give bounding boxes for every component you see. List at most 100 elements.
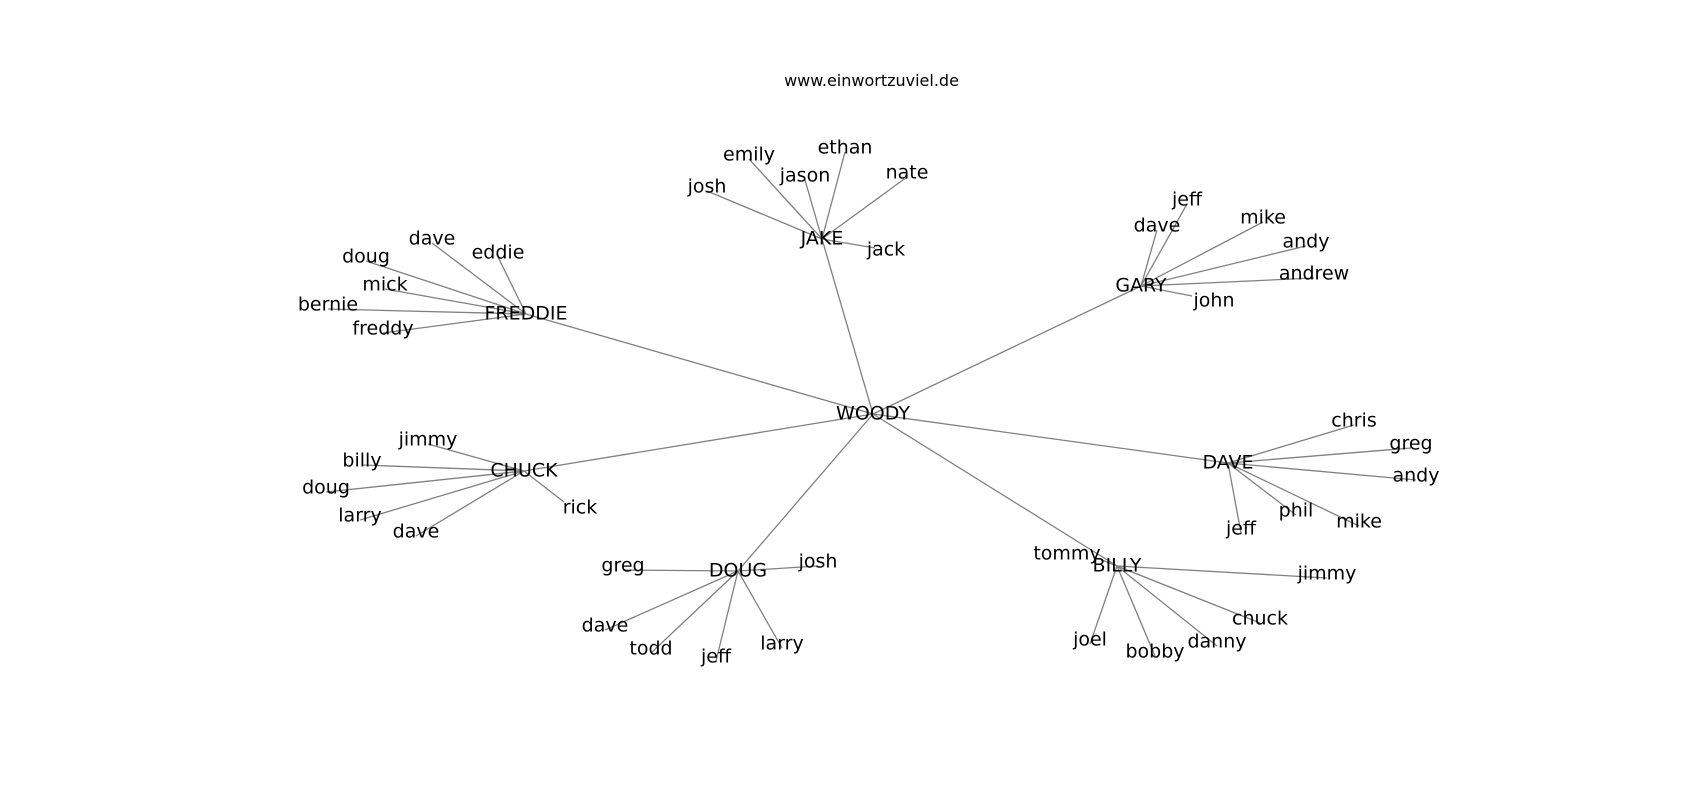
leaf-node-chuck-rick: rick bbox=[563, 497, 598, 519]
leaf-node-dave-phil: phil bbox=[1279, 500, 1314, 522]
leaf-node-billy-chuck: chuck bbox=[1232, 608, 1288, 630]
leaf-node-doug-greg: greg bbox=[601, 555, 644, 577]
hub-node-jake: JAKE bbox=[800, 228, 844, 250]
leaf-node-doug-jeff: jeff bbox=[700, 646, 732, 668]
edge-root-billy bbox=[872, 413, 1118, 567]
edge-chuck-larry bbox=[359, 470, 525, 521]
leaf-node-jake-josh: josh bbox=[687, 176, 727, 198]
leaf-node-jake-ethan: ethan bbox=[818, 137, 873, 159]
leaf-node-jake-jack: jack bbox=[866, 239, 905, 261]
diagram-caption: www.einwortzuviel.de bbox=[784, 71, 959, 90]
edge-root-chuck bbox=[523, 413, 874, 472]
leaf-node-billy-tommy: tommy bbox=[1033, 543, 1100, 565]
hub-node-billy: BILLY bbox=[1093, 555, 1142, 577]
leaf-node-freddie-eddie: eddie bbox=[472, 242, 525, 264]
leaf-node-chuck-doug: doug bbox=[302, 477, 350, 499]
leaf-node-billy-danny: danny bbox=[1187, 631, 1246, 653]
edge-root-gary bbox=[872, 285, 1142, 415]
edge-jake-josh bbox=[706, 190, 823, 240]
leaf-node-gary-andy: andy bbox=[1283, 231, 1330, 253]
edge-dave-andy bbox=[1227, 462, 1417, 481]
hub-node-freddie: FREDDIE bbox=[484, 303, 567, 325]
edge-gary-john bbox=[1140, 285, 1193, 297]
leaf-node-gary-mike: mike bbox=[1240, 207, 1286, 229]
leaf-node-dave-greg: greg bbox=[1389, 433, 1432, 455]
edge-jake-jason bbox=[804, 179, 823, 240]
hub-node-dave: DAVE bbox=[1202, 452, 1253, 474]
leaf-node-freddie-doug: doug bbox=[342, 246, 390, 268]
leaf-node-billy-jimmy: jimmy bbox=[1297, 563, 1357, 585]
leaf-node-doug-larry: larry bbox=[760, 633, 803, 655]
edge-freddie-dave bbox=[431, 242, 527, 315]
edge-dave-chris bbox=[1227, 424, 1355, 464]
edge-gary-dave bbox=[1140, 229, 1158, 287]
edge-billy-joel bbox=[1089, 565, 1118, 645]
leaf-node-jake-emily: emily bbox=[723, 144, 775, 166]
leaf-node-chuck-jimmy: jimmy bbox=[398, 429, 458, 451]
edge-root-freddie bbox=[525, 313, 874, 415]
edge-doug-jeff bbox=[715, 570, 739, 662]
leaf-node-jake-jason: jason bbox=[779, 165, 831, 187]
edge-billy-chuck bbox=[1116, 565, 1261, 624]
leaf-node-doug-todd: todd bbox=[629, 638, 672, 660]
leaf-node-chuck-billy: billy bbox=[342, 450, 381, 472]
hub-node-chuck: CHUCK bbox=[490, 460, 558, 482]
edge-doug-greg bbox=[622, 569, 739, 572]
leaf-node-chuck-larry: larry bbox=[338, 505, 381, 527]
edge-chuck-jimmy bbox=[427, 443, 525, 472]
leaf-node-doug-dave: dave bbox=[582, 615, 629, 637]
edge-gary-andrew bbox=[1140, 277, 1315, 287]
edge-chuck-rick bbox=[523, 470, 565, 503]
edge-jake-ethan bbox=[821, 151, 846, 240]
leaf-node-gary-john: john bbox=[1193, 290, 1235, 312]
leaf-node-dave-andy: andy bbox=[1393, 465, 1440, 487]
edge-root-doug bbox=[737, 413, 874, 572]
edge-chuck-doug bbox=[325, 470, 525, 493]
root-node: WOODY bbox=[836, 403, 910, 425]
edge-doug-larry bbox=[737, 570, 783, 649]
edges-layer bbox=[325, 151, 1417, 662]
edge-jake-jack bbox=[821, 238, 876, 249]
leaf-node-chuck-dave: dave bbox=[393, 521, 440, 543]
edge-doug-josh bbox=[737, 565, 819, 572]
edge-chuck-billy bbox=[361, 464, 525, 472]
edge-root-jake bbox=[821, 238, 874, 415]
edge-gary-andy bbox=[1140, 245, 1307, 287]
leaf-node-dave-mike: mike bbox=[1336, 511, 1382, 533]
edge-freddie-doug bbox=[365, 260, 527, 315]
edge-jake-nate bbox=[821, 176, 908, 240]
leaf-node-billy-joel: joel bbox=[1072, 629, 1107, 651]
edge-freddie-eddie bbox=[497, 256, 527, 315]
edge-billy-bobby bbox=[1116, 565, 1156, 657]
leaf-node-dave-chris: chris bbox=[1331, 410, 1376, 432]
leaf-node-billy-bobby: bobby bbox=[1125, 641, 1184, 663]
leaf-node-gary-andrew: andrew bbox=[1279, 263, 1349, 285]
leaf-node-freddie-bernie: bernie bbox=[298, 294, 358, 316]
leaf-node-doug-josh: josh bbox=[798, 551, 838, 573]
edge-billy-danny bbox=[1116, 565, 1218, 647]
leaf-node-freddie-dave: dave bbox=[409, 228, 456, 250]
edge-dave-greg bbox=[1227, 447, 1412, 464]
hub-node-gary: GARY bbox=[1115, 275, 1167, 297]
edge-chuck-dave bbox=[415, 470, 525, 537]
leaf-node-jake-nate: nate bbox=[886, 162, 929, 184]
edge-freddie-mick bbox=[384, 288, 527, 315]
leaf-node-gary-dave: dave bbox=[1134, 215, 1181, 237]
leaf-node-freddie-freddy: freddy bbox=[352, 318, 413, 340]
edge-billy-jimmy bbox=[1116, 565, 1328, 579]
edge-doug-todd bbox=[650, 570, 739, 654]
hub-node-doug: DOUG bbox=[709, 560, 767, 582]
leaf-node-gary-jeff: jeff bbox=[1171, 189, 1203, 211]
edge-jake-emily bbox=[748, 158, 823, 240]
leaf-node-dave-jeff: jeff bbox=[1225, 518, 1257, 540]
edge-freddie-bernie bbox=[327, 308, 527, 315]
edge-gary-jeff bbox=[1140, 203, 1188, 287]
edge-root-dave bbox=[872, 413, 1229, 464]
edge-billy-tommy bbox=[1101, 559, 1118, 567]
edge-dave-mike bbox=[1227, 462, 1360, 527]
edge-doug-dave bbox=[604, 570, 739, 631]
edge-dave-jeff bbox=[1227, 462, 1242, 534]
edge-freddie-freddy bbox=[382, 313, 527, 334]
